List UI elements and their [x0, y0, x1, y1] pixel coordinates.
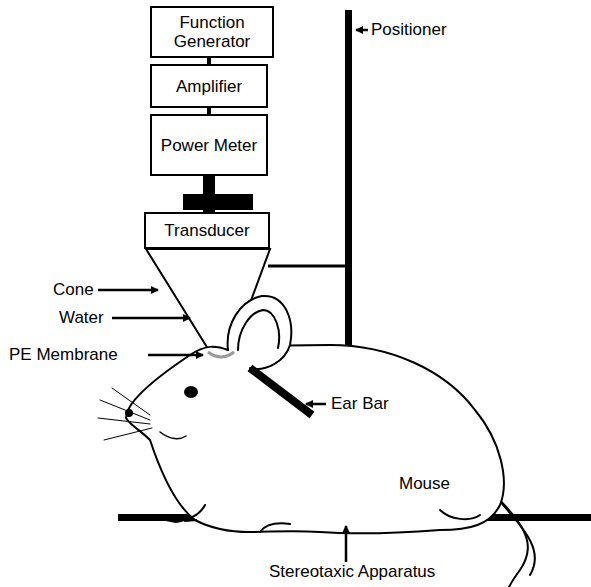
box-label: Amplifier	[172, 77, 246, 96]
leader-lines	[98, 30, 368, 562]
box-label: Function Generator	[152, 13, 272, 51]
process-box: Power Meter	[150, 114, 268, 176]
positioner-arm	[268, 265, 348, 268]
part-label: Cone	[52, 280, 95, 299]
mouse-drawing	[98, 296, 535, 587]
process-box: Amplifier	[150, 64, 268, 108]
part-label: Ear Bar	[330, 394, 390, 413]
box-label: Power Meter	[157, 136, 261, 155]
part-label: Mouse	[398, 474, 451, 493]
process-box: Transducer	[144, 212, 270, 249]
coupling-plate	[183, 194, 253, 210]
connector	[203, 176, 215, 212]
ear-bar	[250, 368, 312, 415]
process-box: Function Generator	[150, 6, 274, 58]
box-label: Transducer	[160, 221, 253, 240]
part-label: Positioner	[370, 20, 448, 39]
part-label: PE Membrane	[8, 345, 119, 364]
part-label: Water	[58, 308, 105, 327]
pe-membrane	[208, 352, 234, 357]
positioner-pole	[345, 10, 352, 360]
part-label: Stereotaxic Apparatus	[268, 562, 436, 581]
